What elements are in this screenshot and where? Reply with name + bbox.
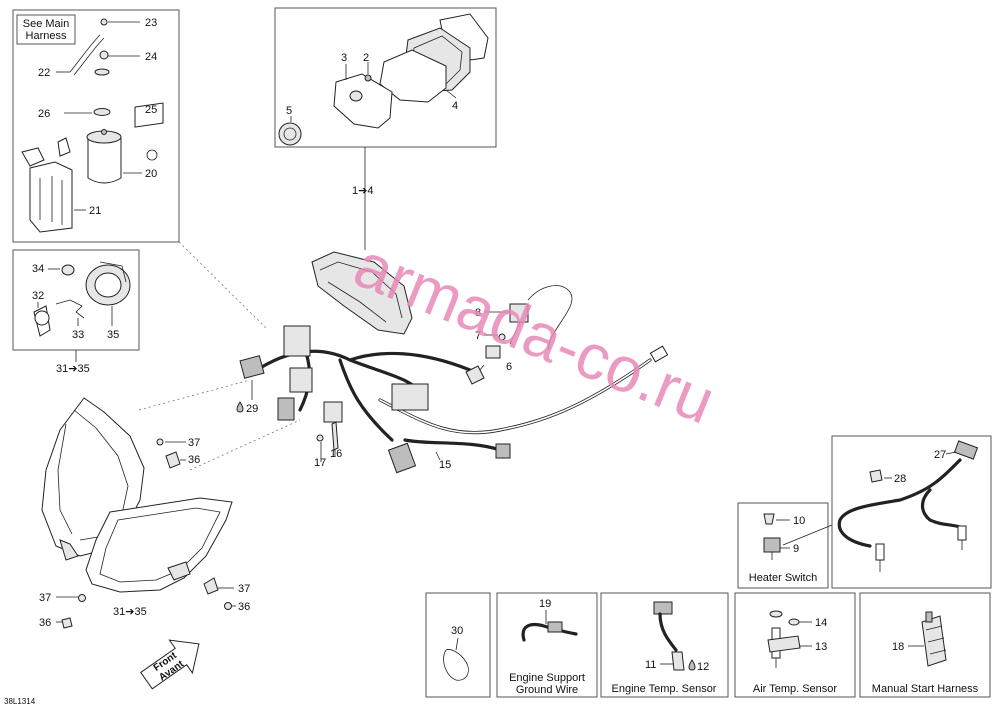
callout-30: 30 <box>451 625 463 637</box>
callout-24: 24 <box>145 51 157 63</box>
manual-start-harness-caption: Manual Start Harness <box>872 683 979 695</box>
main-harness <box>239 251 669 474</box>
callout-29: 29 <box>246 403 258 415</box>
callout-13: 13 <box>815 641 827 653</box>
callout-9: 9 <box>793 543 799 555</box>
callout-23: 23 <box>145 17 157 29</box>
callout-32: 32 <box>32 290 44 302</box>
engine-temp-sensor-box <box>600 592 729 698</box>
heater-switch-group <box>763 513 790 560</box>
headlight-assembly <box>41 397 236 629</box>
part-30-box <box>425 592 491 698</box>
callout-31-to-35-top: 31➔35 <box>56 363 90 375</box>
callout-31-to-35-bottom: 31➔35 <box>113 606 147 618</box>
callout-3: 3 <box>341 52 347 64</box>
manual-start-harness-upper <box>837 440 979 572</box>
oil-drop-icon <box>236 401 244 413</box>
callout-20: 20 <box>145 168 157 180</box>
callout-8: 8 <box>475 307 481 319</box>
battery-group <box>21 18 164 233</box>
callout-11: 11 <box>645 659 656 671</box>
heater-switch-caption: Heater Switch <box>749 572 817 584</box>
callout-18: 18 <box>892 641 904 653</box>
front-direction-arrow: Front Avant <box>140 639 200 690</box>
callout-34: 34 <box>32 263 44 275</box>
callout-7: 7 <box>475 330 481 342</box>
battery-group-box <box>12 9 180 243</box>
air-temp-sensor-box <box>734 592 856 698</box>
engine-temp-sensor-caption: Engine Temp. Sensor <box>612 683 717 695</box>
engine-temp-sensor-group <box>653 601 696 671</box>
gauge-group <box>278 13 489 146</box>
callout-12: 12 <box>697 661 709 673</box>
callout-35: 35 <box>107 329 119 341</box>
gauge-box <box>274 7 497 148</box>
callout-1-to-4: 1➔4 <box>352 185 373 197</box>
heater-leader <box>782 524 833 546</box>
air-temp-sensor-group <box>767 610 812 668</box>
callout-4: 4 <box>452 100 458 112</box>
manual-start-harness-group <box>908 611 947 667</box>
callout-37-b: 37 <box>39 592 51 604</box>
callout-6: 6 <box>506 361 512 373</box>
callout-37-a: 37 <box>188 437 200 449</box>
see-main-harness-box <box>16 14 76 45</box>
callout-17: 17 <box>314 457 326 469</box>
callout-36-a: 36 <box>188 454 200 466</box>
callout-36-c: 36 <box>238 601 250 613</box>
callout-26: 26 <box>38 108 50 120</box>
see-main-harness-line2: Harness <box>26 30 67 42</box>
callout-5: 5 <box>286 105 292 117</box>
headlight-bulb-group <box>33 261 131 337</box>
callout-37-c: 37 <box>238 583 250 595</box>
engine-support-ground-wire-box <box>496 592 598 698</box>
callout-15: 15 <box>439 459 451 471</box>
callout-22: 22 <box>38 67 50 79</box>
manual-start-harness-box <box>859 592 991 698</box>
engine-support-caption-1: Engine Support <box>509 672 585 684</box>
guide-headlight-harness <box>138 379 251 411</box>
callout-21: 21 <box>89 205 101 217</box>
callout-19: 19 <box>539 598 551 610</box>
air-temp-sensor-caption: Air Temp. Sensor <box>753 683 838 695</box>
heater-switch-box <box>737 502 829 589</box>
callout-28: 28 <box>894 473 906 485</box>
callout-25: 25 <box>145 104 157 116</box>
callout-2: 2 <box>363 52 369 64</box>
callout-10: 10 <box>793 515 805 527</box>
callout-27: 27 <box>934 449 946 461</box>
guide-headlight-harness-2 <box>189 419 301 471</box>
callout-36-b: 36 <box>39 617 51 629</box>
callout-14: 14 <box>815 617 827 629</box>
part-30-group <box>443 637 469 681</box>
manual-start-harness-upper-box <box>831 435 992 589</box>
callout-16: 16 <box>330 448 342 460</box>
engine-support-ground-wire-group <box>521 610 578 642</box>
diagram-code: 38L1314 <box>4 697 36 706</box>
callout-33: 33 <box>72 329 84 341</box>
guide-battery-harness <box>178 241 269 331</box>
engine-support-caption-2: Ground Wire <box>516 684 578 696</box>
see-main-harness-line1: See Main <box>23 18 69 30</box>
